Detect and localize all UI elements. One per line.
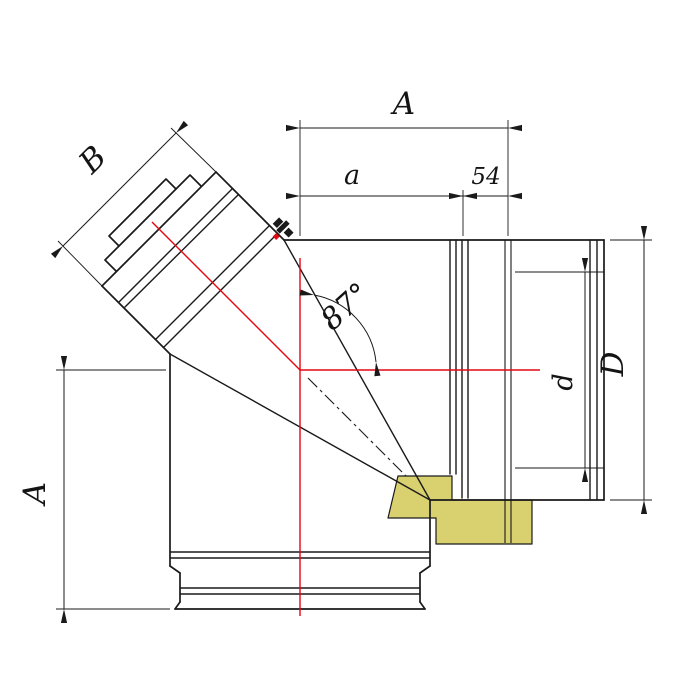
dim-label-A-top: A: [390, 86, 415, 122]
dim-label-A-side: A: [17, 482, 53, 507]
dimension-a-and-54: a 54: [286, 160, 522, 236]
insulation-section: [387, 475, 533, 545]
dim-label-B: B: [71, 139, 113, 181]
branch-axis-extension: [307, 377, 407, 477]
branch-centerline: [151, 221, 301, 371]
dimension-d: d: [548, 258, 589, 482]
horizontal-pipe: [283, 239, 605, 543]
dimension-A-side: A: [17, 356, 170, 623]
dimension-D: D: [595, 226, 652, 514]
centerlines: [151, 221, 540, 616]
dimension-A-top: A: [286, 86, 522, 236]
dim-label-54: 54: [471, 164, 500, 190]
dim-label-D: D: [595, 351, 631, 377]
angle-label: 87°: [314, 276, 377, 338]
dim-label-a: a: [344, 160, 360, 191]
dim-label-d: d: [548, 373, 579, 390]
